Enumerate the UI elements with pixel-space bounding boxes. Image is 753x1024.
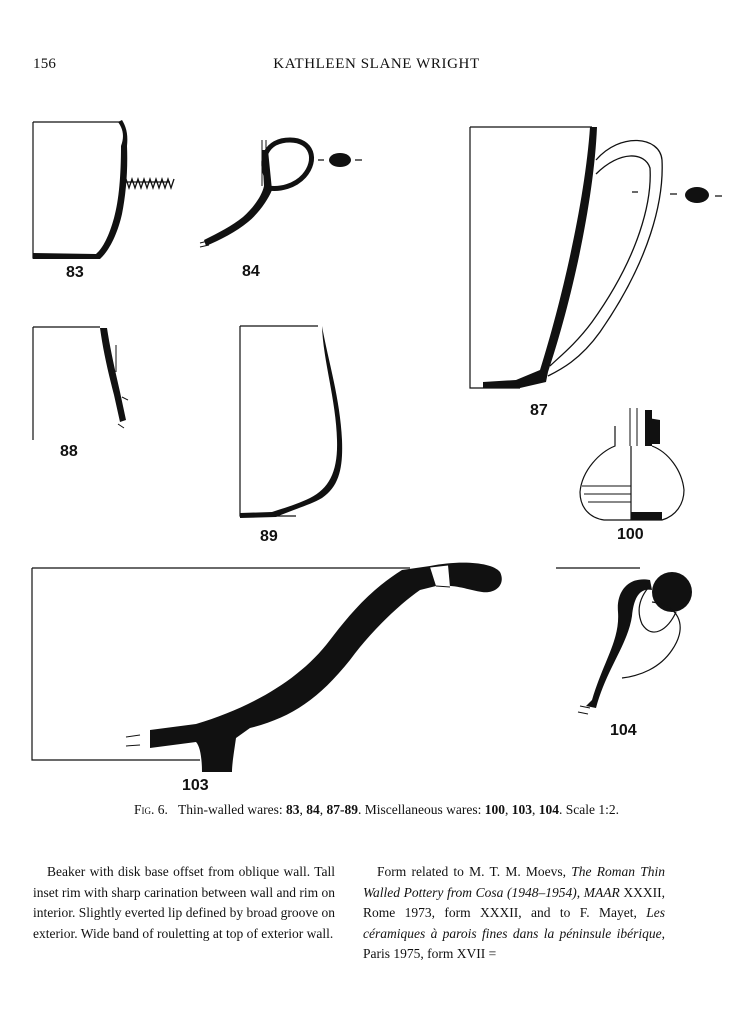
right-column-paragraph: Form related to M. T. M. Moevs, The Roma… (363, 862, 665, 965)
caption-fig-label: Fig. 6. (134, 802, 168, 817)
caption-separator: , (531, 802, 539, 817)
profile-104 (556, 567, 692, 715)
profile-88 (32, 326, 129, 440)
figure-caption: Fig. 6. Thin-walled wares: 83, 84, 87-89… (0, 802, 753, 818)
figure-label-103: 103 (182, 777, 209, 794)
profile-84 (199, 137, 362, 248)
caption-number: 100 (484, 802, 505, 817)
reference-text: XXXII, Rome 1973, form XXXII, and to F. … (363, 884, 665, 921)
caption-number: 87-89 (326, 802, 359, 817)
running-head: KATHLEEN SLANE WRIGHT (273, 56, 480, 72)
caption-separator: , (319, 802, 327, 817)
reference-series: MAAR (583, 884, 620, 900)
page-number: 156 (33, 56, 57, 72)
caption-number: 103 (511, 802, 532, 817)
figure-label-87: 87 (530, 402, 548, 419)
profile-89 (239, 325, 343, 518)
figure-label-100: 100 (617, 526, 644, 543)
figure-label-83: 83 (66, 264, 84, 281)
caption-number: 104 (538, 802, 559, 817)
profile-83 (32, 120, 175, 259)
profile-103 (31, 562, 502, 772)
reference-text: Form related to M. T. M. Moevs, (377, 864, 572, 879)
caption-text: . Miscellaneous wares: (358, 802, 485, 817)
reference-text: , (576, 884, 584, 900)
caption-text: . Scale 1:2. (558, 802, 619, 817)
figure-label-88: 88 (60, 443, 78, 460)
left-column-paragraph: Beaker with disk base offset from obliqu… (33, 864, 335, 941)
reference-title: Les céramiques à parois fines dans la pé… (363, 905, 665, 941)
pottery-figure: 83 84 87 88 89 100 (31, 120, 722, 794)
figure-label-104: 104 (610, 722, 637, 739)
reference-title: The Roman Thin Walled Pottery from Cosa … (363, 864, 665, 900)
right-column: Form related to M. T. M. Moevs, The Roma… (363, 862, 665, 965)
profile-87 (469, 126, 722, 389)
figure-label-89: 89 (260, 528, 278, 545)
caption-separator: , (299, 802, 307, 817)
caption-text: Thin-walled wares: (178, 802, 286, 817)
caption-separator: , (504, 802, 512, 817)
caption-number: 83 (286, 802, 300, 817)
profile-100 (579, 408, 685, 521)
reference-text: , Paris 1975, form XVII = (363, 925, 665, 962)
figure-label-84: 84 (242, 263, 260, 280)
left-column: Beaker with disk base offset from obliqu… (33, 862, 335, 944)
caption-number: 84 (306, 802, 320, 817)
